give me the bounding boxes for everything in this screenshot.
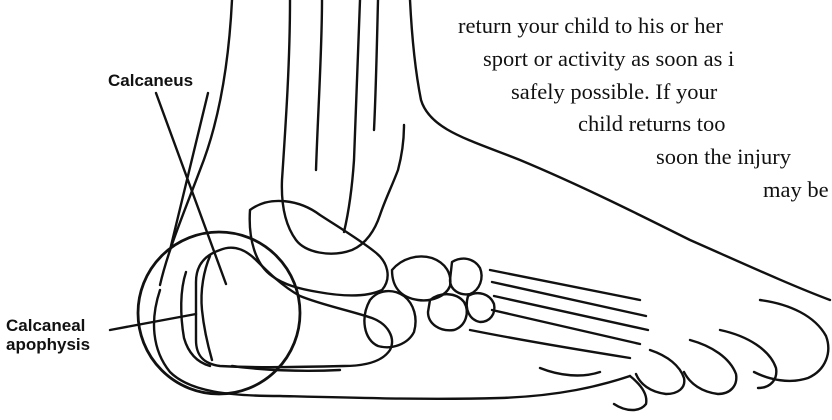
fibula-inner-line xyxy=(374,0,378,130)
toe-big xyxy=(754,300,828,381)
calcaneus-label: Calcaneus xyxy=(108,71,193,91)
toe-3 xyxy=(720,330,776,388)
calcaneal-apophysis-label-line2: apophysis xyxy=(6,335,90,354)
metatarsal-1 xyxy=(490,270,640,300)
body-text-line: return your child to his or her xyxy=(458,12,723,40)
toe-2 xyxy=(684,340,736,394)
heel-highlight-circle xyxy=(138,232,300,394)
toe-4 xyxy=(636,350,684,394)
body-text-line: safely possible. If your xyxy=(511,78,717,106)
calcaneal-apophysis-label-line1: Calcaneal xyxy=(6,316,90,335)
body-text-line: sport or activity as soon as i xyxy=(483,45,734,73)
tibia-bone xyxy=(282,0,404,254)
cuneiform-bone-1 xyxy=(450,259,482,295)
body-text-line: soon the injury xyxy=(656,143,791,171)
fibula-bone xyxy=(344,0,360,232)
calcaneal-apophysis-label: Calcaneal apophysis xyxy=(6,316,90,354)
cuneiform-bone-3 xyxy=(467,293,495,322)
metatarsal-3 xyxy=(494,296,648,330)
body-text-line: may be xyxy=(763,176,829,204)
calcaneus-bone xyxy=(196,248,392,367)
tibia-inner-line xyxy=(316,0,322,170)
metatarsal-2 xyxy=(492,282,646,316)
talus-bone xyxy=(250,201,388,296)
calcaneus-posterior-edge xyxy=(201,256,212,360)
calcaneus-leader-line-2 xyxy=(170,93,208,250)
arch-line xyxy=(540,368,600,375)
metatarsal-5 xyxy=(470,330,630,358)
body-text-line: child returns too xyxy=(578,110,725,138)
